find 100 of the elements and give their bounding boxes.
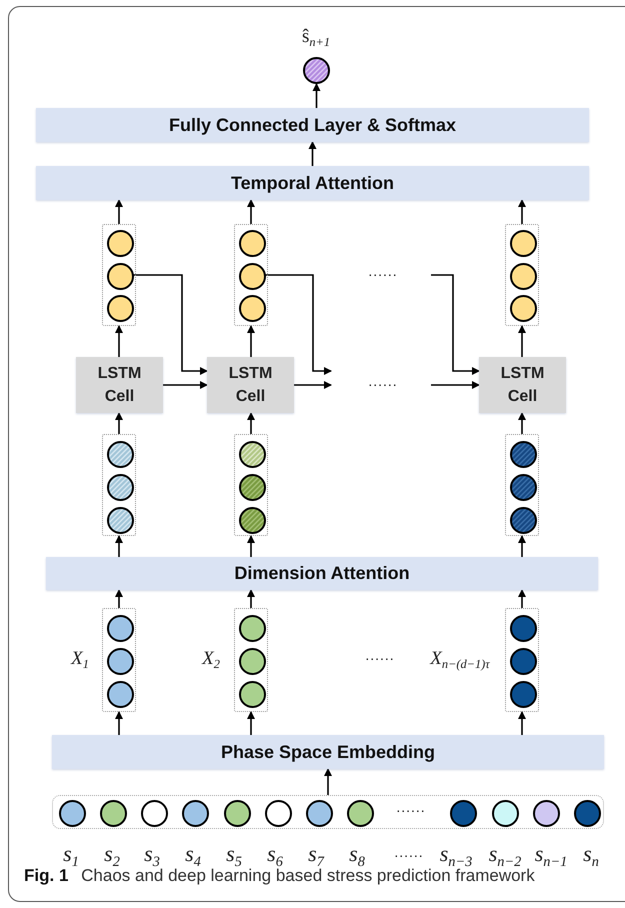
neuron-circle: [238, 440, 266, 468]
neuron-circle: [106, 230, 134, 256]
neuron-circle: [140, 800, 168, 826]
layer-band: [36, 166, 589, 200]
neuron-circle: [510, 230, 536, 256]
arrow: [431, 274, 480, 375]
arrow: [115, 199, 123, 224]
arrow: [247, 589, 255, 608]
neuron-circle: [532, 800, 560, 826]
vector-column: [505, 608, 539, 712]
neuron-circle: [574, 800, 600, 826]
neuron-circle: [106, 506, 134, 534]
neuron-circle: [106, 614, 134, 642]
neuron-circle: [238, 474, 266, 500]
neuron-circle: [510, 614, 536, 642]
ellipsis: ......: [394, 844, 424, 860]
lstm-cell-box: [76, 357, 163, 413]
arrow: [324, 768, 332, 795]
neuron-circle: [264, 800, 292, 826]
neuron-circle: [182, 800, 208, 826]
neuron-circle: [510, 506, 536, 534]
vector-column: [234, 434, 268, 536]
arrow: [247, 199, 255, 224]
layer-band: [46, 557, 598, 590]
arrow: [294, 381, 332, 389]
arrow: [247, 325, 255, 357]
lstm-cell-box: [207, 357, 294, 413]
neuron-circle: [450, 800, 476, 826]
neuron-circle: [510, 262, 536, 290]
neuron-circle: [106, 440, 134, 468]
neuron-circle: [238, 614, 266, 642]
ellipsis: ......: [396, 799, 426, 815]
neuron-circle: [306, 800, 332, 826]
arrow: [115, 711, 123, 735]
arrow: [518, 711, 526, 735]
arrow: [115, 412, 123, 434]
vector-column: [102, 608, 136, 712]
neuron-circle: [224, 800, 250, 826]
arrow: [132, 274, 208, 375]
ellipsis: ......: [365, 647, 395, 663]
vector-column: [505, 434, 539, 536]
cell-label: LSTM Cell: [500, 364, 546, 407]
vector-column: [234, 608, 268, 712]
neuron-circle: [238, 506, 266, 534]
math-label: ŝ$_{n+1}$: [302, 26, 330, 50]
layer-title: Phase Space Embedding: [220, 742, 436, 762]
neuron-circle: [106, 294, 134, 322]
arrow: [264, 274, 332, 375]
arrow: [518, 589, 526, 608]
neuron-circle: [346, 800, 374, 826]
output-neuron-circle: [303, 57, 330, 84]
arrow: [518, 199, 526, 224]
arrow: [518, 412, 526, 434]
vector-column: [234, 224, 268, 326]
arrow: [518, 325, 526, 357]
arrow: [518, 535, 526, 557]
neuron-circle: [510, 440, 536, 468]
neuron-circle: [510, 680, 536, 708]
math-label: s$_{n−1}$: [534, 841, 568, 870]
arrow: [115, 535, 123, 557]
layer-title: Dimension Attention: [234, 563, 410, 584]
arrow: [115, 589, 123, 608]
math-label: X$_{2}$: [202, 648, 220, 672]
layer-title: Fully Connected Layer & Softmax: [168, 114, 456, 136]
layer-band: [52, 735, 604, 769]
neuron-circle: [238, 294, 266, 322]
arrow: [312, 83, 320, 108]
arrow: [115, 325, 123, 357]
lstm-cell-box: [479, 357, 566, 413]
neuron-circle: [510, 474, 536, 500]
neuron-circle: [238, 648, 266, 674]
arrow: [247, 711, 255, 735]
arrow: [247, 535, 255, 557]
arrow: [247, 412, 255, 434]
ellipsis: ......: [368, 373, 398, 389]
cell-label: LSTM Cell: [96, 364, 142, 407]
layer-title: Temporal Attention: [231, 172, 394, 194]
neuron-circle: [106, 680, 134, 708]
arrow: [431, 381, 480, 389]
neuron-circle: [510, 294, 536, 322]
arrow: [163, 381, 208, 389]
math-label: X$_{1}$: [71, 648, 89, 672]
neuron-circle: [492, 800, 518, 826]
neuron-circle: [106, 474, 134, 500]
neuron-circle: [238, 262, 266, 290]
neuron-circle: [106, 648, 134, 674]
neuron-circle: [58, 800, 86, 826]
neuron-circle: [106, 262, 134, 290]
vector-column: [102, 434, 136, 536]
math-label: X$_{n−(d−1)τ}$: [430, 648, 490, 672]
neuron-circle: [510, 648, 536, 674]
ellipsis: ......: [368, 263, 398, 279]
layer-band: [36, 108, 589, 142]
arrow: [308, 141, 316, 166]
neuron-circle: [100, 800, 126, 826]
vector-column: [505, 224, 539, 326]
neuron-circle: [238, 230, 266, 256]
neuron-circle: [238, 680, 266, 708]
vector-column: [102, 224, 136, 326]
sequence-strip: [52, 795, 604, 829]
